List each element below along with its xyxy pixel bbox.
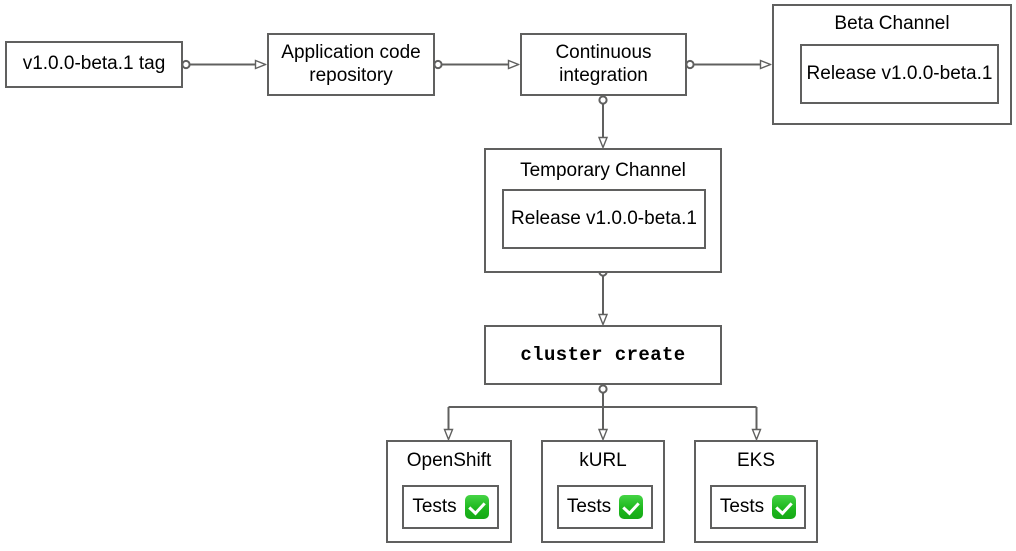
openshift-tests-box[interactable]: Tests bbox=[402, 485, 499, 529]
repo-label-line2: repository bbox=[309, 64, 393, 86]
kurl-tests-box[interactable]: Tests bbox=[557, 485, 653, 529]
check-mark-button-icon bbox=[772, 495, 797, 519]
node-application-code-repository[interactable]: Application code repository bbox=[267, 33, 435, 96]
edge-repo-to-ci bbox=[433, 61, 518, 68]
check-mark-button-icon bbox=[619, 495, 644, 519]
edge-cluster-create-to-targets bbox=[449, 384, 757, 439]
openshift-title: OpenShift bbox=[406, 450, 492, 471]
node-eks[interactable]: EKS Tests bbox=[694, 440, 818, 543]
kurl-title: kURL bbox=[579, 450, 627, 471]
edge-ci-to-temporary-channel bbox=[599, 95, 606, 147]
openshift-tests-label: Tests bbox=[412, 496, 457, 517]
node-temporary-channel[interactable]: Temporary Channel Release v1.0.0-beta.1 bbox=[484, 148, 722, 273]
eks-tests-label: Tests bbox=[719, 496, 765, 517]
edge-tag-to-repo bbox=[181, 61, 265, 68]
node-beta-channel[interactable]: Beta Channel Release v1.0.0-beta.1 bbox=[772, 4, 1012, 125]
cluster-create-label: cluster create bbox=[520, 343, 686, 366]
node-version-tag[interactable]: v1.0.0-beta.1 tag bbox=[5, 41, 183, 88]
eks-title: EKS bbox=[736, 450, 776, 471]
repo-label-line1: Application code bbox=[281, 41, 421, 63]
node-continuous-integration[interactable]: Continuous integration bbox=[520, 33, 687, 96]
eks-tests-box[interactable]: Tests bbox=[710, 485, 806, 529]
temporary-channel-release-box[interactable]: Release v1.0.0-beta.1 bbox=[502, 189, 706, 249]
node-version-tag-label: v1.0.0-beta.1 tag bbox=[22, 53, 166, 75]
ci-label-line2: integration bbox=[559, 64, 648, 86]
temporary-channel-title: Temporary Channel bbox=[520, 160, 686, 181]
edge-temporary-channel-to-cluster-create bbox=[599, 267, 606, 324]
edge-ci-to-beta-channel bbox=[685, 61, 770, 68]
beta-channel-release-box[interactable]: Release v1.0.0-beta.1 bbox=[800, 44, 999, 104]
beta-channel-title: Beta Channel bbox=[834, 13, 950, 34]
temporary-channel-release-label: Release v1.0.0-beta.1 bbox=[511, 208, 697, 229]
beta-channel-release-label: Release v1.0.0-beta.1 bbox=[806, 63, 993, 84]
node-continuous-integration-label: Continuous integration bbox=[555, 42, 651, 88]
check-mark-button-icon bbox=[464, 495, 489, 519]
node-kurl[interactable]: kURL Tests bbox=[541, 440, 665, 543]
node-cluster-create[interactable]: cluster create bbox=[484, 325, 722, 385]
node-openshift[interactable]: OpenShift Tests bbox=[386, 440, 512, 543]
ci-label-line1: Continuous bbox=[555, 41, 652, 63]
kurl-tests-label: Tests bbox=[566, 496, 612, 517]
node-application-code-repository-label: Application code repository bbox=[281, 42, 420, 88]
